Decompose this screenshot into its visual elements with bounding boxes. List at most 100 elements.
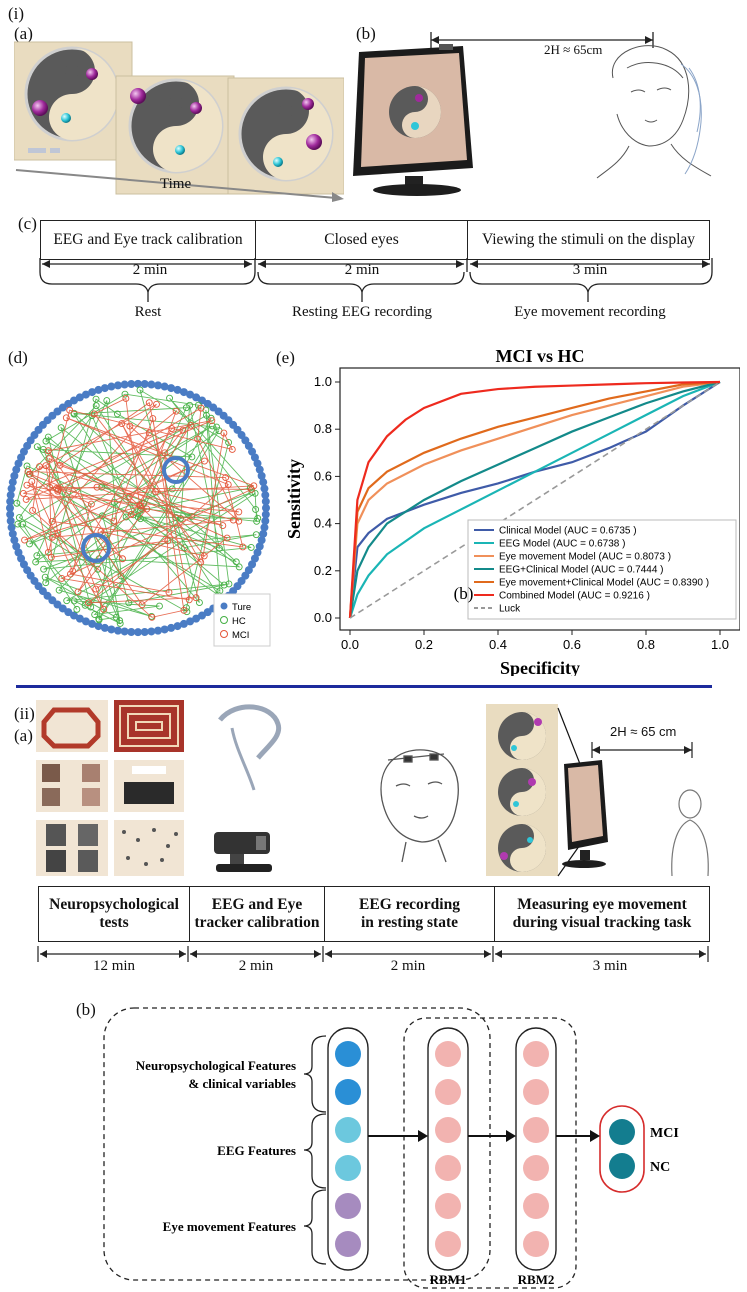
timeline-c: EEG and Eye track calibration Closed eye… <box>40 220 710 260</box>
rbm2-layer-node <box>523 1117 549 1143</box>
person-sketch-icon <box>596 45 712 179</box>
gaze-point <box>113 410 121 418</box>
eeg-recording-head-icon <box>380 749 459 863</box>
gaze-point <box>57 424 65 432</box>
output-label: NC <box>650 1160 670 1175</box>
target-dot <box>192 393 201 402</box>
duration-closed-eyes: 2 min <box>344 262 380 278</box>
duration-calibration: 2 min <box>132 262 168 278</box>
target-dot <box>250 453 259 462</box>
target-dot <box>100 623 109 632</box>
gaze-point <box>47 553 55 561</box>
legend-mci: MCI <box>232 630 249 641</box>
gaze-point <box>66 406 74 414</box>
gaze-point <box>219 522 227 530</box>
neuropsych-test-thumbnails <box>36 700 184 876</box>
gaze-point <box>164 537 172 545</box>
gaze-point <box>136 386 144 394</box>
x-axis-label: Specificity <box>500 658 580 676</box>
inner-panel-label: (b) <box>454 584 474 603</box>
gaze-point <box>225 438 233 446</box>
gaze-point <box>137 515 144 523</box>
target-dot <box>94 622 103 631</box>
part2-a-label: (a) <box>14 726 33 745</box>
panel-a-label: (a) <box>14 24 33 43</box>
gaze-point <box>19 489 27 497</box>
gaze-point <box>156 602 163 610</box>
target-dot <box>160 382 169 391</box>
gaze-point <box>63 597 71 605</box>
target-dot <box>81 617 90 626</box>
gaze-point <box>21 536 29 544</box>
y-tick-label: 0.2 <box>314 563 332 578</box>
gaze-point <box>26 470 34 478</box>
y-tick-label: 0.6 <box>314 468 332 483</box>
gaze-point <box>117 572 125 580</box>
gaze-point <box>44 447 52 455</box>
scanpath-legend: Ture HC MCI <box>213 593 271 647</box>
target-dot <box>257 536 266 545</box>
feature-brace <box>303 1035 327 1113</box>
gaze-point <box>42 579 50 587</box>
target-dot <box>6 516 15 525</box>
gaze-point <box>110 517 118 525</box>
target-dot <box>134 379 142 388</box>
gaze-point <box>95 615 103 623</box>
target-dot <box>14 548 23 557</box>
gaze-point <box>74 588 82 596</box>
target-dot <box>154 626 163 635</box>
gaze-point <box>220 429 228 437</box>
panel-d-label: (d) <box>8 348 28 367</box>
layer-label: RBM1 <box>430 1272 467 1287</box>
gaze-point <box>100 605 108 613</box>
section-divider <box>16 685 712 688</box>
gaze-point <box>225 580 233 588</box>
output-node <box>609 1119 635 1145</box>
roc-series-line <box>348 380 721 619</box>
gaze-point <box>148 613 156 621</box>
target-dot <box>260 484 269 493</box>
rbm1-layer-node <box>435 1117 461 1143</box>
gaze-point <box>46 483 54 491</box>
rbm2-layer-node <box>523 1231 549 1257</box>
gaze-point <box>182 404 190 412</box>
flow-arrowhead <box>590 1130 600 1142</box>
gaze-point <box>58 574 66 582</box>
target-dot <box>6 491 15 500</box>
y-axis-label: Sensitivity <box>284 459 304 539</box>
target-ring <box>6 379 270 637</box>
gaze-point <box>90 410 98 418</box>
part2-b-label: (b) <box>76 1000 96 1019</box>
roc-series-line <box>348 380 721 619</box>
feature-group-label: EEG Features <box>217 1143 296 1158</box>
gaze-point <box>32 558 40 566</box>
gaze-point <box>222 474 230 482</box>
roc-series-line <box>348 380 721 619</box>
gaze-point <box>235 508 243 516</box>
x-tick-label: 0.6 <box>563 637 581 652</box>
gaze-point <box>224 481 232 489</box>
gaze-point <box>201 457 208 465</box>
note-eye-movement: Eye movement recording <box>514 304 666 320</box>
legend-entry: EEG+Clinical Model (AUC = 0.7444 ) <box>499 565 664 576</box>
gaze-point <box>44 548 52 556</box>
input-layer-node <box>335 1117 361 1143</box>
gaze-point <box>215 544 223 552</box>
gaze-point <box>213 423 221 431</box>
target-dot <box>186 390 195 399</box>
target-dot <box>154 381 163 390</box>
target-dot <box>167 384 176 393</box>
plot-frame <box>339 367 740 631</box>
target-dot <box>261 510 270 519</box>
gaze-point <box>73 605 81 613</box>
gaze-point <box>23 481 31 489</box>
target-dot <box>94 385 103 394</box>
gaze-point <box>62 414 70 422</box>
phase-viewing: Viewing the stimuli on the display <box>467 221 709 259</box>
rbm1-layer-node <box>435 1193 461 1219</box>
target-dot <box>261 491 270 500</box>
gaze-point <box>19 520 27 528</box>
gaze-point <box>254 514 262 522</box>
